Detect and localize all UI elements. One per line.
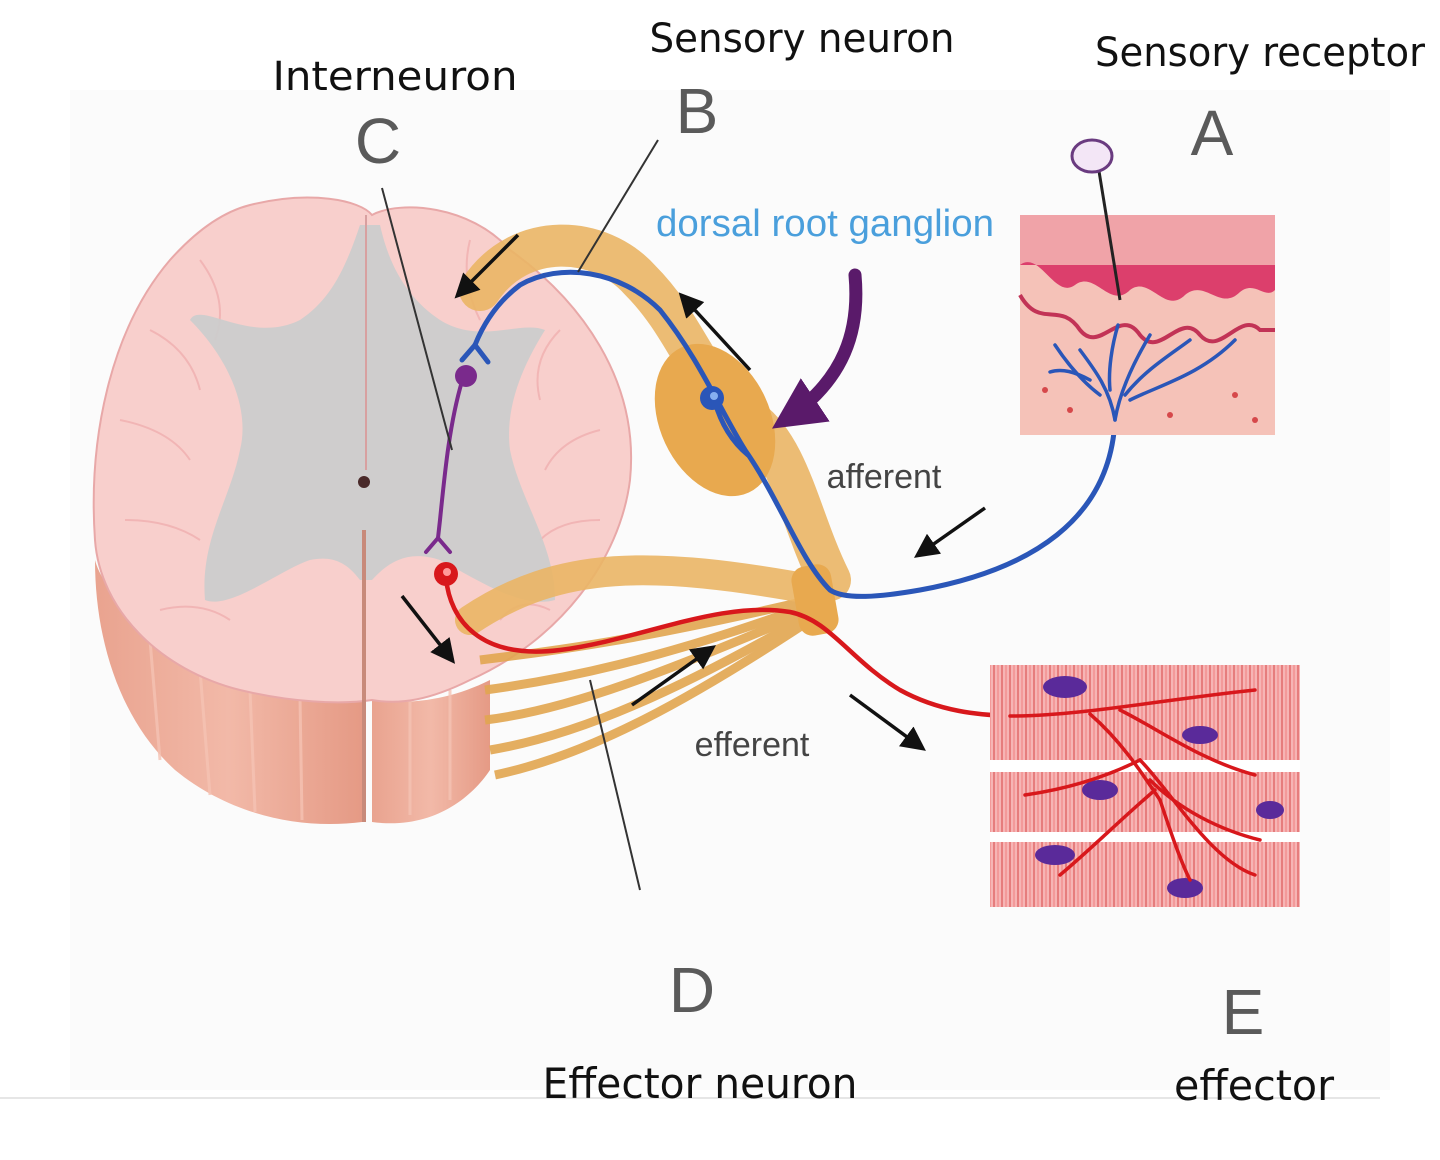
label-a-caption: Sensory receptor bbox=[1095, 30, 1426, 76]
ventral-root bbox=[455, 555, 830, 635]
leader-lines bbox=[381, 139, 659, 891]
sensory-terminal-fork-1 bbox=[459, 342, 478, 363]
label-e-letter: E bbox=[1222, 976, 1265, 1048]
dorsal-root-ganglion-label: dorsal root ganglion bbox=[656, 203, 994, 245]
sensory-axon bbox=[472, 269, 1118, 599]
sensory-terminal-fork-2 bbox=[472, 342, 491, 365]
arrow-afferent bbox=[913, 506, 987, 558]
skin-epidermis-wave bbox=[1020, 262, 1275, 301]
receptor-dendrites bbox=[1048, 323, 1237, 422]
arrow-up-dorsal bbox=[678, 292, 752, 372]
flow-arrows bbox=[400, 233, 987, 751]
spinal-cord bbox=[92, 196, 633, 825]
muscle-fiber-1 bbox=[990, 665, 1300, 760]
arrow-into-cord bbox=[454, 233, 520, 299]
arrow-efferent bbox=[630, 645, 716, 707]
label-b-letter: B bbox=[676, 75, 719, 147]
ganglion-pointer-arrow bbox=[772, 268, 863, 429]
interneuron-cell-body bbox=[455, 365, 477, 387]
interneuron-axon bbox=[436, 376, 465, 540]
arrow-motor-down bbox=[400, 594, 456, 664]
label-d-caption: Effector neuron bbox=[543, 1059, 858, 1108]
efferent-label: efferent bbox=[695, 726, 810, 764]
interneuron-path bbox=[424, 376, 465, 554]
skin-block bbox=[1018, 138, 1275, 435]
leader-c bbox=[381, 187, 453, 451]
dorsal-root-ganglion bbox=[654, 343, 776, 497]
skin-papillae bbox=[1018, 293, 1275, 345]
motor-cell-nucleus bbox=[443, 568, 451, 576]
interneuron-fork-2 bbox=[436, 536, 452, 554]
receptor-stalk bbox=[1096, 164, 1122, 301]
leader-d bbox=[589, 679, 641, 891]
central-canal bbox=[358, 476, 370, 488]
receptor-head bbox=[1070, 138, 1114, 174]
afferent-label: afferent bbox=[827, 458, 942, 496]
muscle-gap-2 bbox=[990, 832, 1300, 842]
label-d-letter: D bbox=[669, 954, 715, 1026]
muscle-fiber-2 bbox=[990, 772, 1300, 832]
gray-matter bbox=[190, 225, 555, 602]
leader-b bbox=[577, 139, 659, 273]
motor-axon bbox=[443, 575, 1013, 719]
spinal-cord-side-left bbox=[95, 560, 362, 825]
sensory-cell-nucleus bbox=[710, 392, 718, 400]
skin-epidermis-top bbox=[1020, 215, 1275, 265]
label-b-caption: Sensory neuron bbox=[650, 16, 955, 62]
spinal-cord-side-stripes bbox=[148, 639, 452, 821]
muscle-nuclei bbox=[1035, 676, 1284, 898]
interneuron-fork-1 bbox=[424, 536, 440, 554]
arrow-to-muscle bbox=[848, 693, 926, 751]
label-c-letter: C bbox=[355, 105, 401, 177]
label-c-caption: Interneuron bbox=[273, 54, 518, 100]
motor-pathway bbox=[443, 575, 1013, 719]
skin-dots bbox=[1042, 387, 1258, 423]
muscle-block bbox=[990, 665, 1300, 907]
spinal-cord-side-right bbox=[372, 680, 490, 824]
label-a-letter: A bbox=[1191, 97, 1234, 169]
label-e-caption: effector bbox=[1174, 1061, 1335, 1110]
motor-end-branches bbox=[1008, 688, 1262, 882]
